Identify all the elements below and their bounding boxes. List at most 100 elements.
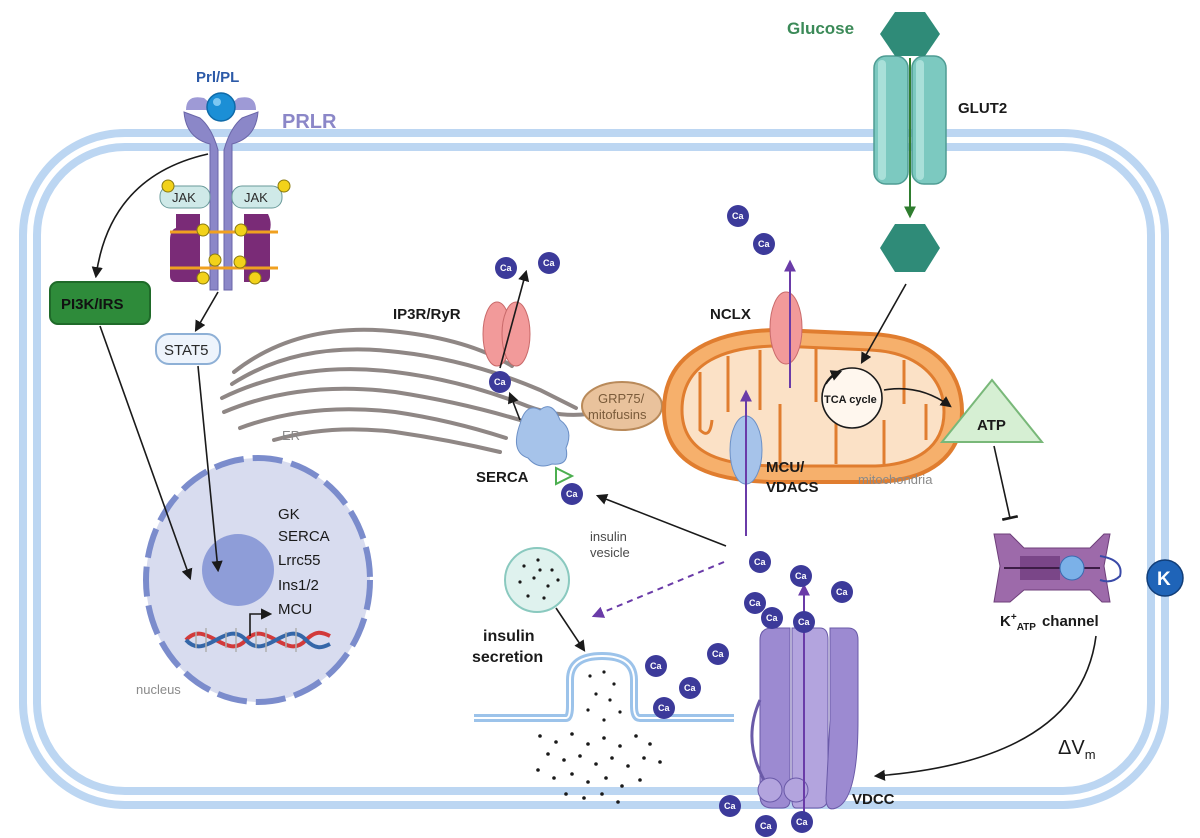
jak-left [159, 185, 211, 209]
svg-text:Ca: Ca [754, 557, 766, 567]
mitochondrion [661, 327, 965, 484]
prl-label: Prl/PL [196, 69, 239, 86]
grp75-label-line2: mitofusins [588, 407, 647, 422]
pi3k-irs-box [49, 281, 151, 325]
jak-left-label: JAK [172, 190, 196, 205]
jak-right-label: JAK [244, 190, 268, 205]
glut2-transporter [873, 55, 947, 185]
katp-atp: ATP [1017, 622, 1037, 633]
katp-channel-word: channel [1042, 613, 1099, 630]
phospho-groups [161, 179, 291, 285]
mitochondria-label: mitochondria [858, 472, 933, 487]
insulin-secretion-label-line2: secretion [472, 649, 543, 666]
cell-membrane [19, 129, 1169, 809]
svg-text:Ca: Ca [758, 239, 770, 249]
glucose-molecule-inside [880, 224, 940, 272]
katp-channel [993, 533, 1122, 603]
atp-inhibits-katp [993, 445, 1019, 522]
nucleus-label: nucleus [136, 682, 181, 697]
ca-ion: Ca [538, 252, 560, 274]
glucose-molecule-outside [880, 12, 940, 56]
ca-ion: Ca [761, 607, 783, 629]
target-gene-list: GK SERCA Lrrc55 Ins1/2 MCU [278, 506, 330, 618]
glucose-to-tca-arrow [860, 283, 907, 364]
ca-ion: Ca [831, 581, 853, 603]
prlr-to-stat5-arrow [194, 291, 219, 332]
prlr-to-pi3k-arrow [91, 153, 209, 279]
ca-ion: Ca [707, 643, 729, 665]
svg-text:Ca: Ca [766, 613, 778, 623]
ca-ion: Ca [791, 811, 813, 833]
ca-ion: Ca [653, 697, 675, 719]
jak-right [231, 185, 283, 209]
glucose-label: Glucose [787, 19, 854, 38]
ligand-highlight [213, 98, 221, 106]
pi3k-irs-label: PI3K/IRS [61, 296, 124, 313]
serca-label: SERCA [476, 469, 529, 486]
exocytosis-site [474, 651, 734, 722]
svg-text:Ca: Ca [650, 661, 662, 671]
svg-text:Ca: Ca [749, 598, 761, 608]
ca-ion: Ca [744, 592, 766, 614]
ip3r-ryr-channel-right [501, 301, 531, 367]
vdcc-label: VDCC [852, 791, 895, 808]
atp-triangle [939, 378, 1045, 443]
atp-label: ATP [977, 417, 1006, 434]
pi3k-to-nucleus-arrow [99, 325, 193, 581]
ca-ion: Ca [749, 551, 771, 573]
svg-text:Ca: Ca [566, 489, 578, 499]
grp75-mitofusins [581, 381, 663, 431]
nucleolus [202, 534, 274, 606]
tca-cycle-arrow [825, 370, 843, 385]
ca-ion: Ca [790, 565, 812, 587]
insulin-secretion-label-line1: insulin [483, 628, 535, 645]
ca-ion: Ca [793, 611, 815, 633]
ca-to-serca-arrow [595, 494, 727, 547]
mcu-label-line2: VDACS [766, 479, 819, 496]
svg-text:Ca: Ca [658, 703, 670, 713]
mcu-label-line1: MCU/ [766, 459, 805, 476]
svg-text:Ca: Ca [798, 617, 810, 627]
ip3r-ryr-label: IP3R/RyR [393, 306, 461, 323]
svg-text:Ca: Ca [796, 817, 808, 827]
depolarization-arrow [873, 635, 1097, 781]
ip3r-ca-release-arrow [499, 269, 530, 369]
stat5-box [155, 333, 221, 365]
calcium-ions: Ca Ca Ca Ca Ca Ca Ca Ca Ca Ca Ca Ca Ca C… [489, 205, 853, 837]
kinase-domain-right [244, 214, 271, 282]
svg-text:Ca: Ca [543, 258, 555, 268]
vdcc-channel [750, 627, 859, 810]
svg-text:Ca: Ca [684, 683, 696, 693]
dna-helix [184, 628, 331, 652]
delta-v-sub: m [1085, 747, 1096, 762]
tca-cycle [821, 367, 883, 429]
stat5-label: STAT5 [164, 342, 208, 359]
svg-text:Ca: Ca [500, 263, 512, 273]
secreted-insulin-granules [536, 670, 662, 804]
svg-text:Ca: Ca [795, 571, 807, 581]
katp-k: K [1000, 613, 1011, 630]
ca-to-secretion-dashed-arrow [591, 561, 725, 618]
prolactin-ligand [206, 92, 236, 122]
vesicle-to-membrane-arrow [555, 607, 586, 652]
grp75-label-line1: GRP75/ [598, 391, 645, 406]
gene-gk: GK [278, 506, 300, 523]
er-label: ER [282, 428, 300, 443]
insulin-vesicle-label-line2: vesicle [590, 545, 630, 560]
serca-atp-triangle [555, 466, 575, 486]
delta-v: ΔV [1058, 737, 1085, 759]
svg-text:Ca: Ca [724, 801, 736, 811]
gene-ins: Ins1/2 [278, 577, 319, 594]
ca-ion: Ca [755, 815, 777, 837]
svg-text:Ca: Ca [760, 821, 772, 831]
delta-vm-label: ΔVm [1058, 737, 1096, 762]
tca-to-atp-arrow [883, 387, 952, 408]
ca-ion: Ca [489, 371, 511, 393]
insulin-vesicle-label-line1: insulin [590, 529, 627, 544]
stat5-to-nucleus-arrow [197, 365, 223, 573]
svg-text:Ca: Ca [712, 649, 724, 659]
gene-mcu: MCU [278, 601, 312, 618]
gene-lrrc55: Lrrc55 [278, 552, 321, 569]
serca-uptake-arrow [507, 391, 521, 421]
